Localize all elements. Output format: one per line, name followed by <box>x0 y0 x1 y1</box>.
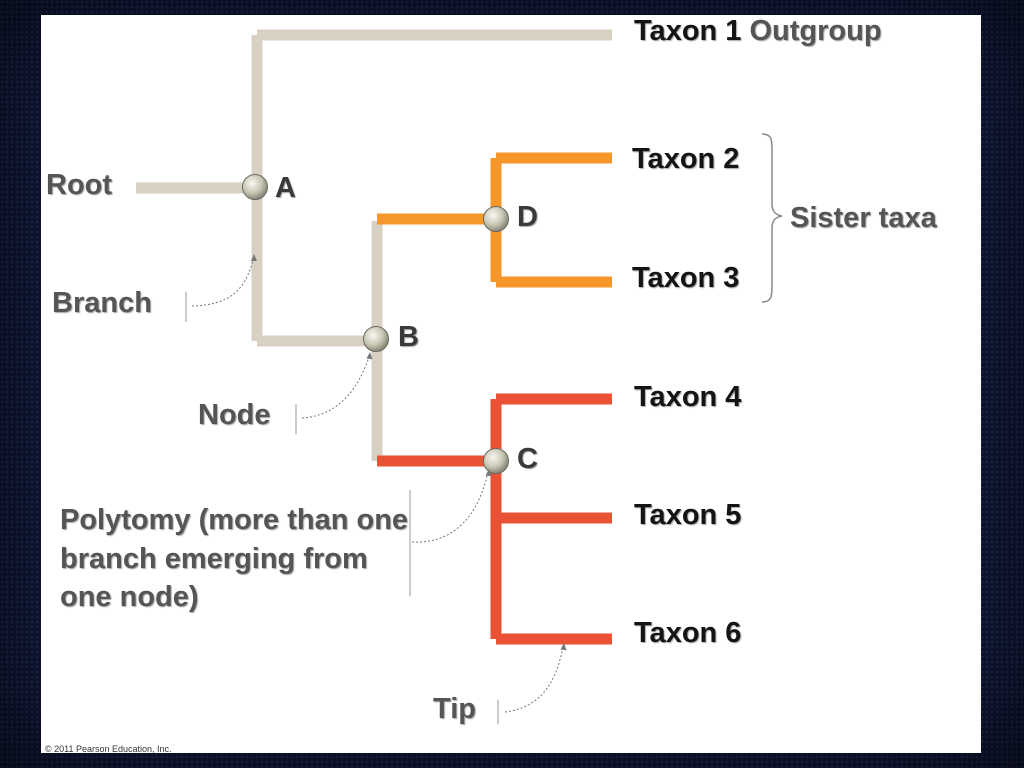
node-a-marker <box>242 174 268 200</box>
branch-pointer <box>191 255 255 307</box>
node-pointer <box>301 353 371 419</box>
polytomy-label: Polytomy (more than one branch emerging … <box>60 504 409 614</box>
sister-taxa-label: Sister taxa <box>790 202 937 234</box>
node-b-marker <box>363 326 389 352</box>
taxon-6-label: Taxon 6 <box>634 617 742 649</box>
taxon-2-label: Taxon 2 <box>632 143 740 175</box>
node-c-marker <box>483 448 509 474</box>
node-c-label: C <box>517 443 538 475</box>
copyright-notice: © 2011 Pearson Education, Inc. <box>45 744 172 754</box>
taxon-1-name: Taxon 1 <box>634 15 742 47</box>
node-b-label: B <box>398 321 419 353</box>
outgroup-label: Outgroup <box>749 15 882 47</box>
slide <box>41 15 981 753</box>
root-label: Root <box>46 169 113 201</box>
taxon-5-label: Taxon 5 <box>634 499 742 531</box>
tip-label: Tip <box>433 693 476 725</box>
node-a-label: A <box>275 172 296 204</box>
node-d-label: D <box>517 201 538 233</box>
polytomy-pointer <box>411 471 489 543</box>
node-label: Node <box>198 399 271 431</box>
taxon-1-label: Taxon 1 Outgroup <box>634 15 882 48</box>
taxon-3-label: Taxon 3 <box>632 262 740 294</box>
branch-label: Branch <box>52 287 152 319</box>
sister-taxa-brace <box>761 133 783 303</box>
node-d-marker <box>483 206 509 232</box>
taxon-4-label: Taxon 4 <box>634 381 742 413</box>
tip-pointer <box>504 645 564 713</box>
